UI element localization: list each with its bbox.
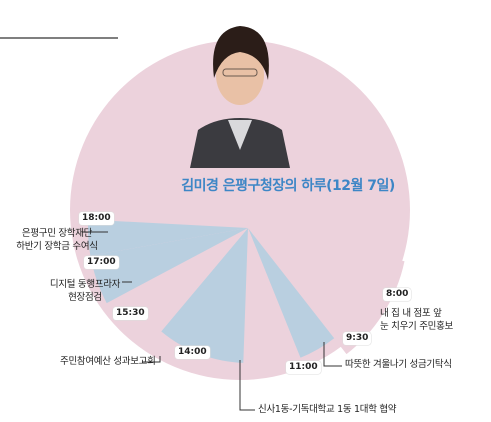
wedge-1100 xyxy=(242,228,305,378)
event-label-1800-line1: 은평구민 장학재단 xyxy=(21,228,93,239)
event-label-0930: 따뜻한 겨울나기 성금기탁식 xyxy=(345,359,452,370)
wedge-0800 xyxy=(248,228,405,355)
wedge-1800 xyxy=(87,219,248,256)
leader-0930 xyxy=(323,342,342,367)
time-badge-1700: 17:00 xyxy=(84,256,119,269)
event-label-1530-line2: 현장점검 xyxy=(68,292,102,303)
page-title: 김미경 은평구청장의 하루(12월 7일) xyxy=(181,178,395,194)
event-label-1530-line1: 디지털 동행프라자 xyxy=(49,279,121,290)
leader-1100 xyxy=(239,360,255,411)
event-label-1800-line2: 하반기 장학금 수여식 xyxy=(16,241,98,252)
event-label-0800-line1: 내 집 내 점포 앞 xyxy=(380,308,442,319)
time-badge-1530: 15:30 xyxy=(113,307,148,320)
photo-glasses xyxy=(222,68,258,77)
event-label-1400: 주민참여예산 성과보고회 xyxy=(60,356,156,367)
wedge-1530 xyxy=(124,228,248,336)
event-label-0800-line2: 눈 치우기 주민홍보 xyxy=(380,321,453,332)
time-badge-0930: 9:30 xyxy=(343,332,372,345)
time-badge-1100: 11:00 xyxy=(286,361,321,374)
event-label-1800: 은평구민 장학재단 하반기 장학금 수여식 xyxy=(2,227,112,253)
time-badge-1800: 18:00 xyxy=(79,212,114,225)
photo-hair xyxy=(213,26,269,80)
event-label-1100: 신사1동-기독대학교 1동 1대학 협약 xyxy=(258,404,397,415)
time-badge-0800: 8:00 xyxy=(383,288,412,301)
photo-collar xyxy=(228,120,252,150)
time-badge-1400: 14:00 xyxy=(175,346,210,359)
wedge-0930 xyxy=(248,228,335,358)
event-label-1530: 디지털 동행프라자 현장점검 xyxy=(26,278,144,304)
event-label-0800: 내 집 내 점포 앞 눈 치우기 주민홍보 xyxy=(380,307,453,333)
photo-face xyxy=(216,45,264,105)
leader-1400 xyxy=(142,356,161,363)
wedge-1400 xyxy=(161,228,248,363)
wedge-1700 xyxy=(90,228,249,304)
portrait-photo xyxy=(175,26,303,168)
